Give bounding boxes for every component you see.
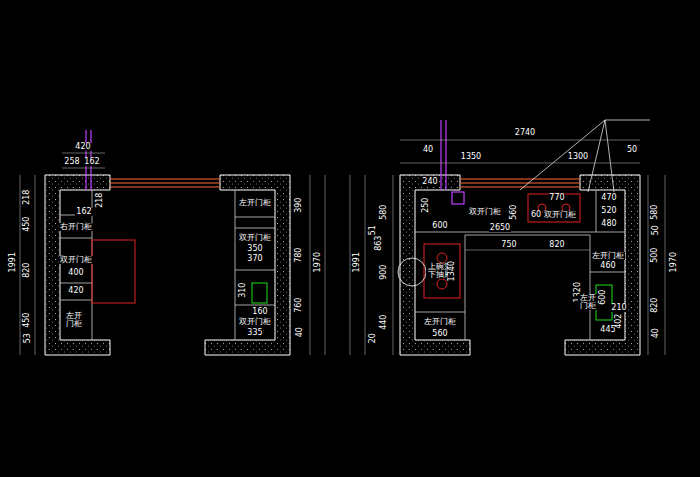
dimension-label: 160 [251, 308, 268, 316]
dimension-label: 402 [616, 312, 624, 329]
dimension-label: 1300 [567, 153, 589, 161]
cabinet-label: 左开门柜 [578, 294, 598, 311]
dimension-label: 780 [296, 246, 304, 263]
dimension-label: 1991 [9, 251, 17, 273]
detail-circle [398, 258, 426, 286]
dimension-line [20, 140, 665, 355]
dimension-label: 50 [652, 224, 660, 236]
dimension-label: 1970 [314, 251, 322, 273]
dimension-label: 900 [381, 263, 389, 280]
dimension-label: 250 [423, 196, 431, 213]
wall [45, 175, 640, 355]
dimension-label: 310 [240, 281, 248, 298]
dimension-label: 400 [67, 269, 84, 277]
dimension-label: 1350 [460, 153, 482, 161]
leader-line [520, 120, 650, 192]
dimension-label: 600 [600, 288, 608, 305]
dimension-label: 258 [63, 158, 80, 166]
cabinet-label: 双开门柜 [59, 256, 93, 264]
dimension-label: 162 [75, 208, 92, 216]
cabinet-label: 右开门柜 [59, 223, 93, 231]
dimension-label: 40 [422, 146, 434, 154]
dimension-label: 520 [600, 207, 617, 215]
cabinet-label: 双开门柜 [543, 211, 577, 219]
dimension-label: 750 [500, 241, 517, 249]
dimension-label: 218 [97, 191, 105, 208]
dimension-label: 1991 [353, 251, 361, 273]
dimension-label: 40 [652, 327, 660, 339]
cabinet-label: 左开门柜 [64, 312, 84, 329]
dimension-label: 40 [296, 326, 304, 338]
dimension-label: 560 [431, 330, 448, 338]
cabinet-label: 左开门柜 [238, 199, 272, 207]
dimension-label: 820 [548, 241, 565, 249]
dimension-label: 335 [246, 329, 263, 337]
dimension-label: 480 [600, 220, 617, 228]
cabinet-line [60, 190, 625, 340]
dimension-label: 770 [548, 194, 565, 202]
dimension-label: 50 [626, 146, 638, 154]
dimension-label: 1340 [448, 260, 456, 282]
dimension-label: 820 [24, 261, 32, 278]
dimension-label: 370 [246, 255, 263, 263]
dimension-label: 53 [24, 332, 32, 344]
dimension-label: 820 [652, 296, 660, 313]
dimension-label: 560 [511, 203, 519, 220]
pipe [86, 120, 464, 204]
dimension-label: 450 [24, 215, 32, 232]
dimension-label: 390 [296, 196, 304, 213]
cabinet-label: 左开门柜 [423, 318, 457, 326]
dimension-label: 450 [24, 311, 32, 328]
dimension-label: 460 [599, 262, 616, 270]
fixture [252, 283, 612, 320]
window-line [110, 179, 580, 187]
dimension-label: 350 [246, 245, 263, 253]
dimension-label: 60 [530, 211, 542, 219]
dimension-label: 470 [600, 194, 617, 202]
dimension-label: 420 [74, 143, 91, 151]
dimension-label: 1970 [670, 251, 678, 273]
cabinet-label: 双开门柜 [468, 208, 502, 216]
dimension-label: 600 [431, 222, 448, 230]
dimension-label: 580 [381, 203, 389, 220]
dimension-label: 210 [610, 304, 627, 312]
cabinet-label: 左开门柜 [591, 252, 625, 260]
dimension-label: 2740 [514, 129, 536, 137]
dimension-label: 2650 [489, 224, 511, 232]
dimension-label: 500 [652, 246, 660, 263]
dimension-label: 20 [369, 332, 377, 344]
cabinet-label: 双开门柜 [238, 234, 272, 242]
dimension-label: 440 [381, 313, 389, 330]
dimension-label: 863 [376, 234, 384, 251]
cabinet-label: 双开门柜 [238, 318, 272, 326]
dimension-label: 420 [67, 287, 84, 295]
dimension-label: 445 [599, 326, 616, 334]
dimension-label: 162 [83, 158, 100, 166]
appliance [92, 194, 580, 303]
dimension-label: 580 [652, 203, 660, 220]
dimension-label: 760 [296, 296, 304, 313]
dimension-label: 240 [421, 178, 438, 186]
dimension-label: 218 [24, 188, 32, 205]
